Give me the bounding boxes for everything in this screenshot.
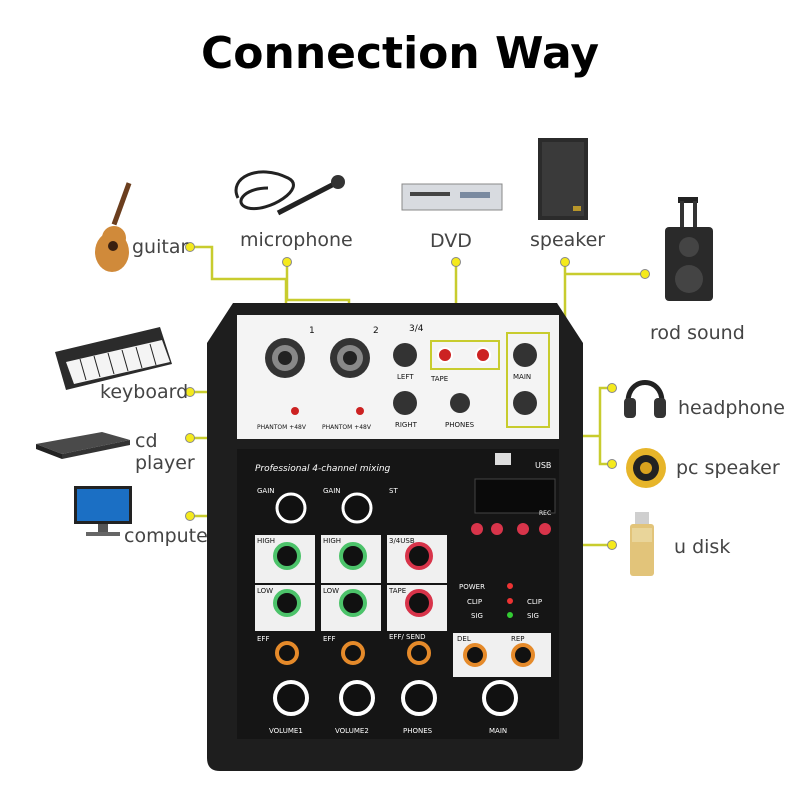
jack-right [393, 391, 417, 415]
rec-label: REC [539, 510, 551, 517]
volume2-label: VOLUME2 [335, 727, 369, 735]
headphone-label: headphone [678, 397, 785, 419]
right-label: RIGHT [395, 421, 418, 429]
rca-tape-l [437, 347, 453, 363]
dvd-label: DVD [430, 230, 472, 252]
channel-1-label: 1 [309, 326, 315, 336]
phones-knob-label: PHONES [403, 727, 433, 735]
keyboard-label: keyboard [100, 381, 189, 403]
guitar-icon [95, 182, 132, 272]
xlr-combo-input-2 [330, 338, 370, 378]
volume1-knob [273, 680, 309, 716]
gain-label-2: GAIN [323, 487, 341, 495]
tape-knob-label: TAPE [388, 587, 406, 595]
computer-icon [74, 486, 132, 536]
usb34-knob [405, 542, 433, 570]
keyboard-icon [55, 327, 172, 390]
microphone-label: microphone [240, 229, 353, 251]
rca-tape-r [475, 347, 491, 363]
rod-sound-label: rod sound [650, 322, 745, 344]
gain-knob-2 [341, 492, 373, 524]
del-knob [463, 643, 487, 667]
volume1-label: VOLUME1 [269, 727, 303, 735]
low-knob-1 [273, 589, 301, 617]
phones-label: PHONES [445, 421, 475, 429]
mixer-labels: 1 2 3/4 LEFT RIGHT TAPE PHONES MAIN PHAN… [255, 324, 551, 735]
jack-main-l [513, 343, 537, 367]
high-knob-2 [339, 542, 367, 570]
rod-sound-speaker-icon [665, 197, 713, 301]
headphone-icon [624, 380, 666, 418]
page-title: Connection Way [200, 28, 600, 79]
main-label: MAIN [513, 373, 531, 381]
pc-speaker-icon [626, 448, 666, 488]
guitar-label: guitar [132, 236, 189, 258]
jack-left [393, 343, 417, 367]
mixer-heading: Professional 4-channel mixing [255, 464, 391, 474]
player-label: player [135, 452, 195, 474]
jack-phones [450, 393, 470, 413]
high-knob-1 [273, 542, 301, 570]
sig-label-right: SIG [527, 612, 539, 620]
gain-knob-1 [275, 492, 307, 524]
rep-label: REP [511, 635, 525, 643]
mixer [207, 303, 583, 771]
rep-knob [511, 643, 535, 667]
power-label: POWER [459, 583, 485, 591]
phantom-label-1: PHANTOM +48V [257, 424, 307, 431]
speaker-label: speaker [530, 229, 606, 251]
sig-label-left: SIG [471, 612, 483, 620]
u-disk-label: u disk [674, 536, 731, 558]
low-label-2: LOW [323, 587, 339, 595]
eff-send-knob [407, 641, 431, 665]
clip-label-right: CLIP [527, 598, 542, 606]
gain-label-1: GAIN [257, 487, 275, 495]
left-label: LEFT [397, 373, 414, 381]
high-label-2: HIGH [323, 537, 341, 545]
main-knob [482, 680, 518, 716]
cd-player-icon [36, 432, 130, 459]
tape-label: TAPE [430, 375, 448, 383]
speaker-icon [538, 138, 588, 220]
eff-knob-2 [341, 641, 365, 665]
usb-label: USB [535, 461, 551, 470]
u-disk-icon [630, 512, 654, 576]
pc-speaker-label: pc speaker [676, 457, 780, 479]
main-knob-label: MAIN [489, 727, 507, 735]
eff-knob-1 [275, 641, 299, 665]
microphone-icon [234, 170, 345, 216]
eff-label-1: EFF [257, 635, 269, 643]
phones-knob [401, 680, 437, 716]
high-label-1: HIGH [257, 537, 275, 545]
st-label: ST [389, 487, 398, 495]
tape-knob [405, 589, 433, 617]
del-label: DEL [457, 635, 471, 643]
usb-port [495, 453, 511, 465]
usb34-label: 3/4USB [389, 537, 415, 545]
jack-main-r [513, 391, 537, 415]
xlr-combo-input-1 [265, 338, 305, 378]
clip-label-left: CLIP [467, 598, 482, 606]
eff-send-label: EFF/ SEND [389, 633, 426, 641]
channel-2-label: 2 [373, 326, 379, 336]
cd-label: cd [135, 430, 158, 452]
computer-label: computer [124, 525, 216, 547]
channel-34-label: 3/4 [409, 324, 424, 334]
dvd-player-icon [401, 183, 503, 211]
low-knob-2 [339, 589, 367, 617]
low-label-1: LOW [257, 587, 273, 595]
phantom-label-2: PHANTOM +48V [322, 424, 372, 431]
volume2-knob [339, 680, 375, 716]
eff-label-2: EFF [323, 635, 335, 643]
